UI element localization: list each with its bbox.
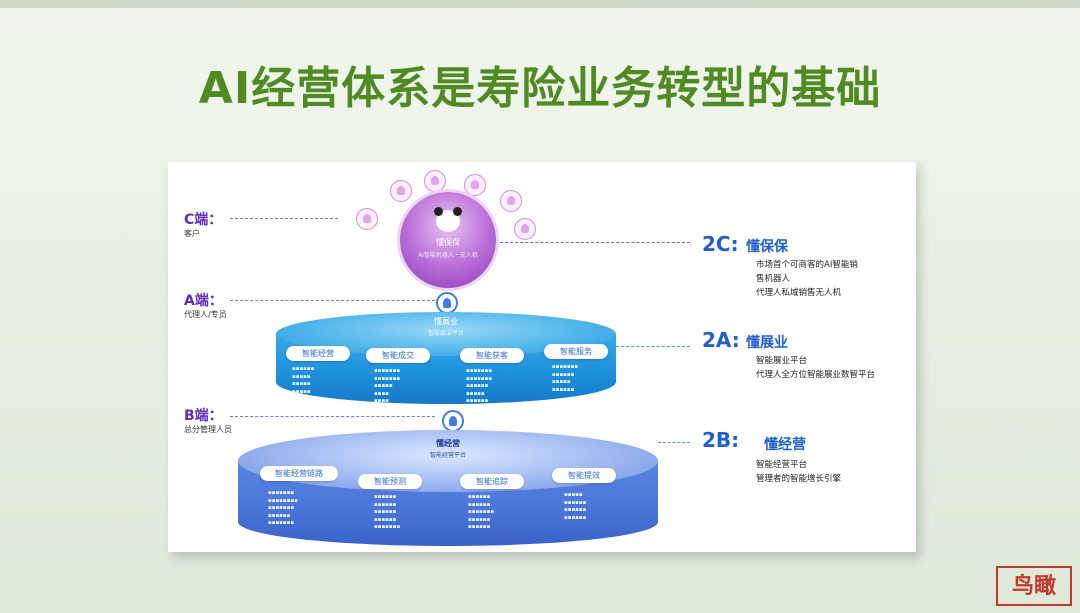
c-right-connector: [500, 242, 690, 243]
platform-b-detail-list: ▪▪▪▪▪▪▪▪▪▪▪▪▪▪▪▪▪▪▪▪▪▪▪▪▪▪▪▪▪▪▪: [468, 494, 495, 530]
c-end-sub: 客户: [184, 229, 200, 238]
platform-a-pill: 智能服务: [544, 344, 608, 359]
b-end-connector: [230, 416, 435, 417]
customer-bubble-icon: [464, 174, 486, 196]
platform-a-detail-list: ▪▪▪▪▪▪▪▪▪▪▪▪▪▪▪▪▪▪▪▪▪▪▪▪: [552, 364, 579, 393]
platform-a-detail-list: ▪▪▪▪▪▪▪▪▪▪▪▪▪▪▪▪▪▪▪▪▪▪▪▪▪▪▪▪▪▪▪: [466, 368, 493, 404]
top-bar: [0, 0, 1080, 8]
customer-bubble-icon: [424, 170, 446, 192]
platform-b-detail-list: ▪▪▪▪▪▪▪▪▪▪▪▪▪▪▪▪▪▪▪▪▪▪▪: [564, 492, 587, 521]
platform-b-sub: 智能经营平台: [429, 452, 466, 459]
platform-b-pill: 智能经营链路: [260, 466, 338, 481]
right-b-desc-line: 管理者的智能增长引擎: [756, 474, 842, 484]
platform-b-pill: 智能提效: [552, 468, 616, 483]
right-a-desc: 智能展业平台 代理人全方位智能展业数智平台: [756, 354, 875, 382]
right-c-desc-line: 市场首个可商客的AI智能销: [756, 260, 858, 270]
circle-sub: AI智能机器人・无人机: [418, 252, 478, 259]
customer-bubble-icon: [356, 208, 378, 230]
right-c-desc-line: 代理人私域销售无人机: [756, 288, 842, 298]
diagram-panel: C端： 客户 A端： 代理人/专员 B端： 总分管理人员 懂保保 AI智能机器人…: [168, 162, 916, 552]
platform-b-pill: 智能预测: [358, 474, 422, 489]
slide-title: AI经营体系是寿险业务转型的基础: [198, 63, 882, 114]
platform-b-name: 懂经营: [436, 439, 460, 448]
platform-a-pill: 智能经营: [286, 346, 350, 361]
circle-name: 懂保保: [436, 238, 460, 247]
right-a-code: 2A:: [702, 328, 740, 352]
customer-bubble-icon: [500, 190, 522, 212]
platform-a-pill: 智能成交: [366, 348, 430, 363]
a-right-connector: [616, 346, 690, 347]
right-b-desc-line: 智能经营平台: [756, 460, 808, 470]
right-c-code: 2C:: [702, 232, 739, 256]
right-c-name: 懂保保: [746, 239, 788, 255]
right-c-desc: 市场首个可商客的AI智能销 售机器人 代理人私域销售无人机: [756, 258, 858, 300]
platform-b-detail-list: ▪▪▪▪▪▪▪▪▪▪▪▪▪▪▪▪▪▪▪▪▪▪▪▪▪▪▪▪▪▪▪: [374, 494, 401, 530]
platform-a-detail-list: ▪▪▪▪▪▪▪▪▪▪▪▪▪▪▪▪▪▪▪▪▪: [292, 366, 315, 395]
customer-bubble-icon: [514, 218, 536, 240]
panda-icon: [434, 207, 462, 232]
right-a-desc-line: 智能展业平台: [756, 356, 808, 366]
person-icon: [442, 410, 464, 432]
right-b-name: 懂经营: [764, 437, 806, 453]
right-b-desc: 智能经营平台 管理者的智能增长引擎: [756, 458, 841, 486]
watermark-stamp: 鸟瞰: [996, 566, 1072, 606]
person-icon: [436, 292, 458, 314]
a-end-connector: [230, 300, 435, 301]
right-a-desc-line: 代理人全方位智能展业数智平台: [756, 370, 876, 380]
platform-b-detail-list: ▪▪▪▪▪▪▪▪▪▪▪▪▪▪▪▪▪▪▪▪▪▪▪▪▪▪▪▪▪▪▪▪▪▪▪: [268, 490, 298, 526]
c-end-connector: [230, 218, 338, 219]
customer-bubble-icon: [390, 180, 412, 202]
a-end-label: A端：: [184, 293, 223, 309]
platform-b-pill: 智能追踪: [460, 474, 524, 489]
right-c-desc-line: 售机器人: [756, 274, 791, 284]
right-b-code: 2B:: [702, 428, 740, 452]
c-end-label: C端：: [184, 212, 223, 228]
a-end-sub: 代理人/专员: [184, 310, 227, 319]
platform-a-name: 懂展业: [434, 317, 458, 326]
platform-a-sub: 智能展业平台: [427, 330, 464, 337]
b-right-connector: [658, 442, 690, 443]
platform-a-pill: 智能获客: [460, 348, 524, 363]
dongbaobao-circle: 懂保保 AI智能机器人・无人机: [400, 192, 496, 288]
b-end-label: B端：: [184, 408, 223, 424]
platform-a-detail-list: ▪▪▪▪▪▪▪▪▪▪▪▪▪▪▪▪▪▪▪▪▪▪▪▪▪▪▪: [374, 368, 401, 404]
b-end-sub: 总分管理人员: [184, 425, 232, 434]
right-a-name: 懂展业: [746, 335, 788, 351]
